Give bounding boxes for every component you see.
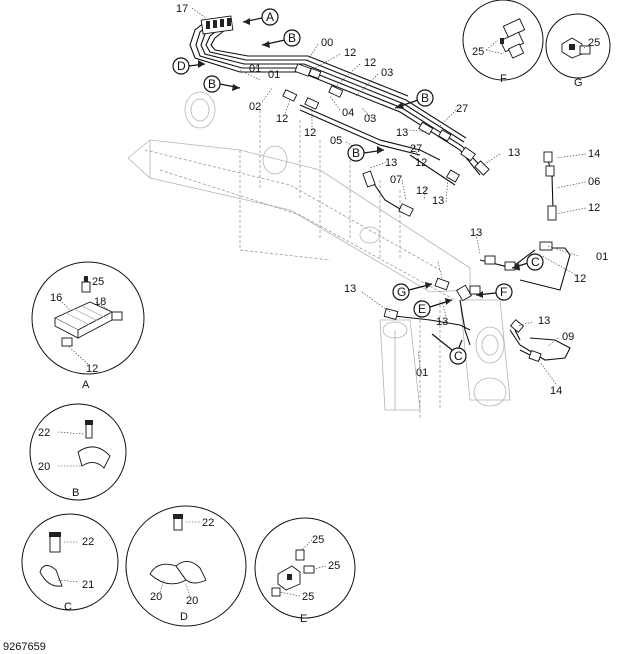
detail-A-label-25: 25	[92, 276, 104, 288]
badge-C1	[526, 253, 544, 271]
svg-text:B: B	[288, 31, 296, 45]
detail-A-label-18: 18	[94, 296, 106, 308]
detail-C-label-21: 21	[82, 579, 94, 591]
callout-01d: 01	[416, 367, 428, 379]
callout-05: 05	[330, 135, 342, 147]
callout-13d: 13	[508, 147, 520, 159]
callout-14a: 14	[588, 148, 600, 160]
callout-27b: 27	[410, 143, 422, 155]
detail-D-label-22: 22	[202, 517, 214, 529]
callout-01c: 01	[596, 251, 608, 263]
detail-A-caption: A	[82, 379, 90, 391]
badge-B3	[416, 89, 434, 107]
detail-C: 22 21 C	[21, 513, 119, 613]
callout-12f: 12	[415, 157, 427, 169]
detail-D-label-20a: 20	[150, 591, 162, 603]
detail-G-caption: G	[574, 77, 583, 89]
callout-01b: 01	[268, 69, 280, 81]
callout-12d: 12	[304, 127, 316, 139]
detail-F: 25 F	[462, 0, 544, 85]
detail-A: 25 16 18 12 A	[31, 261, 145, 391]
callout-13c: 13	[432, 195, 444, 207]
callout-13f: 13	[344, 283, 356, 295]
detail-D: 22 20 20 D	[125, 505, 247, 627]
detail-E-label-25a: 25	[312, 534, 324, 546]
svg-text:B: B	[208, 77, 216, 91]
detail-G-label-25: 25	[588, 37, 600, 49]
detail-E-label-25c: 25	[302, 591, 314, 603]
svg-text:A: A	[266, 10, 274, 24]
detail-B-label-22: 22	[38, 427, 50, 439]
callout-12g: 12	[588, 202, 600, 214]
svg-text:G: G	[397, 285, 406, 299]
svg-text:E: E	[418, 302, 426, 316]
callout-12a: 12	[344, 47, 356, 59]
detail-F-caption: F	[500, 73, 507, 85]
fittings	[200, 15, 557, 363]
callout-labels: 17 00 12 12 03 01 01 02 12 12 04 03 27 1…	[176, 3, 608, 397]
svg-text:B: B	[352, 146, 360, 160]
detail-G: 25 G	[545, 13, 611, 89]
callout-14b: 14	[550, 385, 562, 397]
callout-03a: 03	[381, 67, 393, 79]
svg-text:C: C	[454, 349, 463, 363]
detail-E-caption: E	[300, 613, 307, 625]
detail-B: 22 20 B	[29, 403, 127, 501]
detail-B-label-20: 20	[38, 461, 50, 473]
callout-06: 06	[588, 176, 600, 188]
callout-00: 00	[321, 37, 333, 49]
badge-B1	[283, 29, 301, 47]
svg-text:B: B	[421, 91, 429, 105]
detail-A-label-12: 12	[86, 363, 98, 375]
callout-07: 07	[390, 174, 402, 186]
callout-09: 09	[562, 331, 574, 343]
callout-12c: 12	[276, 113, 288, 125]
detail-E-label-25b: 25	[328, 560, 340, 572]
svg-text:C: C	[531, 255, 540, 269]
view-badges: A B D B B B C G E F	[172, 8, 544, 365]
callout-12h: 12	[574, 273, 586, 285]
badge-G	[392, 283, 410, 301]
callout-13a: 13	[396, 127, 408, 139]
badge-E	[413, 300, 431, 318]
detail-C-caption: C	[64, 601, 72, 613]
callout-02: 02	[249, 101, 261, 113]
figure-id: 9267659	[3, 641, 46, 653]
detail-A-label-16: 16	[50, 292, 62, 304]
detail-B-caption: B	[72, 487, 79, 499]
detail-F-label-25: 25	[472, 46, 484, 58]
badge-A	[261, 8, 279, 26]
callout-12b: 12	[364, 57, 376, 69]
callout-13h: 13	[538, 315, 550, 327]
badge-C2	[449, 347, 467, 365]
svg-text:F: F	[500, 285, 507, 299]
callout-17: 17	[176, 3, 188, 15]
detail-C-label-22: 22	[82, 536, 94, 548]
callout-03b: 03	[364, 113, 376, 125]
badge-F	[495, 283, 513, 301]
callout-13e: 13	[470, 227, 482, 239]
callout-27a: 27	[456, 103, 468, 115]
callout-13b: 13	[385, 157, 397, 169]
callout-04: 04	[342, 107, 354, 119]
callout-13g: 13	[436, 316, 448, 328]
detail-D-label-20b: 20	[186, 595, 198, 607]
callout-12e: 12	[416, 185, 428, 197]
svg-text:D: D	[177, 59, 186, 73]
callout-01a: 01	[249, 63, 261, 75]
detail-D-caption: D	[180, 611, 188, 623]
machine-frame-outline	[127, 91, 511, 420]
detail-E: 25 25 25 E	[254, 517, 356, 625]
